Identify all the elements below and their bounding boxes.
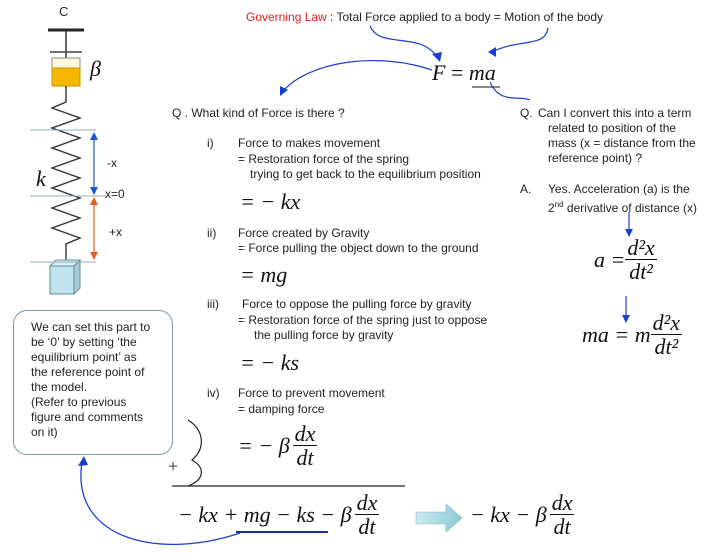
zero-x-label: x=0 <box>105 187 125 201</box>
result-expression: − kx − β dx dt <box>470 490 575 539</box>
callout-line: equilibrium point’ as <box>31 350 137 364</box>
right-a-line2-pre: 2 <box>548 201 555 215</box>
item-2-line1: Force created by Gravity <box>238 226 370 240</box>
right-q-line2: related to position of the <box>548 121 677 135</box>
item-2-number: ii) <box>207 226 217 240</box>
callout-line: We can set this part to <box>31 320 151 334</box>
equals-sign: = <box>445 60 469 85</box>
sum-denominator: dt <box>358 514 376 539</box>
result-denominator: dt <box>553 514 571 539</box>
damper-symbol: β <box>90 56 101 81</box>
sum-expression-main: − kx + mg − ks − β <box>178 502 352 528</box>
sum-numerator: dx <box>354 490 380 515</box>
right-q-line3: mass (x = distance from the <box>548 136 696 150</box>
item-4-fraction: dx dt <box>292 421 318 470</box>
ma-term: ma <box>468 60 496 85</box>
plus-x-label: +x <box>109 225 123 239</box>
item-3-line1: Force to oppose the pulling force by gra… <box>242 297 472 311</box>
item-4-formula: = − β dx dt <box>238 421 318 470</box>
acceleration-equation: a = d²x dt² <box>594 237 657 283</box>
main-equation: F = ma <box>432 60 496 86</box>
plus-x-arrow <box>90 197 98 260</box>
right-q-line1: Can I convert this into a term <box>538 106 692 120</box>
result-numerator: dx <box>549 490 575 515</box>
item-3-number: iii) <box>207 297 219 311</box>
curve-arrowheads <box>280 47 496 96</box>
item-1-line2: = Restoration force of the spring <box>238 152 410 166</box>
callout-line: be ‘0’ by setting ‘the <box>31 335 137 349</box>
plus-sign: + <box>168 456 179 476</box>
item-2-formula: = mg <box>240 262 288 287</box>
result-expression-main: − kx − β <box>470 502 547 528</box>
item-1-line3: trying to get back to the equilibrium po… <box>250 167 481 181</box>
right-a-line2-sup: nd <box>554 200 564 209</box>
force-symbol: F <box>432 60 446 85</box>
item-3-line2: = Restoration force of the spring just t… <box>238 313 488 327</box>
acceleration-lhs: a = <box>594 247 626 273</box>
right-q-line4: reference point) ? <box>548 151 643 165</box>
callout-line: on it) <box>31 425 58 439</box>
acceleration-numerator: d²x <box>625 235 657 260</box>
item-1-formula: = − kx <box>240 189 301 214</box>
right-a-line2: 2nd derivative of distance (x) <box>548 197 697 216</box>
ma-equation-lhs: ma = m <box>582 322 651 348</box>
spring-constant-symbol: k <box>36 166 46 191</box>
callout-line: the model. <box>31 380 88 394</box>
spring-coil <box>49 86 83 262</box>
callout-line: the reference point of <box>31 365 145 379</box>
governing-law: Governing Law : Total Force applied to a… <box>246 10 603 25</box>
item-1-line1: Force to makes movement <box>238 136 381 150</box>
callout-link-curve <box>80 461 241 545</box>
acceleration-denominator: dt² <box>629 259 653 284</box>
left-question-title: Q . What kind of Force is there ? <box>172 106 345 120</box>
minus-x-label: -x <box>107 156 117 170</box>
result-expression-fraction: dx dt <box>549 490 575 539</box>
item-4-line2: = damping force <box>238 402 325 416</box>
minus-x-arrow <box>90 132 98 195</box>
mass-block <box>48 258 82 296</box>
ma-equation: ma = m d²x dt² <box>582 312 682 358</box>
item-1-number: i) <box>207 136 214 150</box>
governing-law-text: : Total Force applied to a body = Motion… <box>326 10 604 24</box>
ma-equation-denominator: dt² <box>654 334 679 359</box>
right-a-line1: Yes. Acceleration (a) is the <box>548 182 690 196</box>
summation-brace <box>187 419 202 487</box>
sum-expression-fraction: dx dt <box>354 490 380 539</box>
governing-law-label: Governing Law <box>246 10 327 24</box>
item-3-line3: the pulling force by gravity <box>254 328 394 342</box>
ma-equation-numerator: d²x <box>650 310 682 335</box>
callout-arrowhead <box>78 456 88 466</box>
result-arrow <box>415 503 463 533</box>
item-4-line1: Force to prevent movement <box>238 386 385 400</box>
ceiling-label: C <box>59 4 69 19</box>
item-4-denominator: dt <box>296 445 314 470</box>
governing-law-arrows <box>281 25 549 101</box>
right-a-line2-post: derivative of distance (x) <box>563 201 697 215</box>
item-3-formula: = − ks <box>240 350 300 375</box>
callout-line: (Refer to previous <box>31 395 127 409</box>
item-2-line2: = Force pulling the object down to the g… <box>238 241 479 255</box>
acceleration-fraction: d²x dt² <box>625 235 657 284</box>
right-a-label: A. <box>520 182 532 196</box>
item-4-numerator: dx <box>292 421 318 446</box>
equilibrium-callout: We can set this part to be ‘0’ by settin… <box>13 310 173 455</box>
right-down-arrows <box>622 212 633 323</box>
item-4-number: iv) <box>207 386 220 400</box>
ma-equation-fraction: d²x dt² <box>650 310 682 359</box>
item-4-formula-prefix: = − β <box>238 433 290 459</box>
callout-line: figure and comments <box>31 410 144 424</box>
sum-expression: − kx + mg − ks − β dx dt <box>178 490 380 539</box>
right-q-label: Q. <box>520 106 533 120</box>
